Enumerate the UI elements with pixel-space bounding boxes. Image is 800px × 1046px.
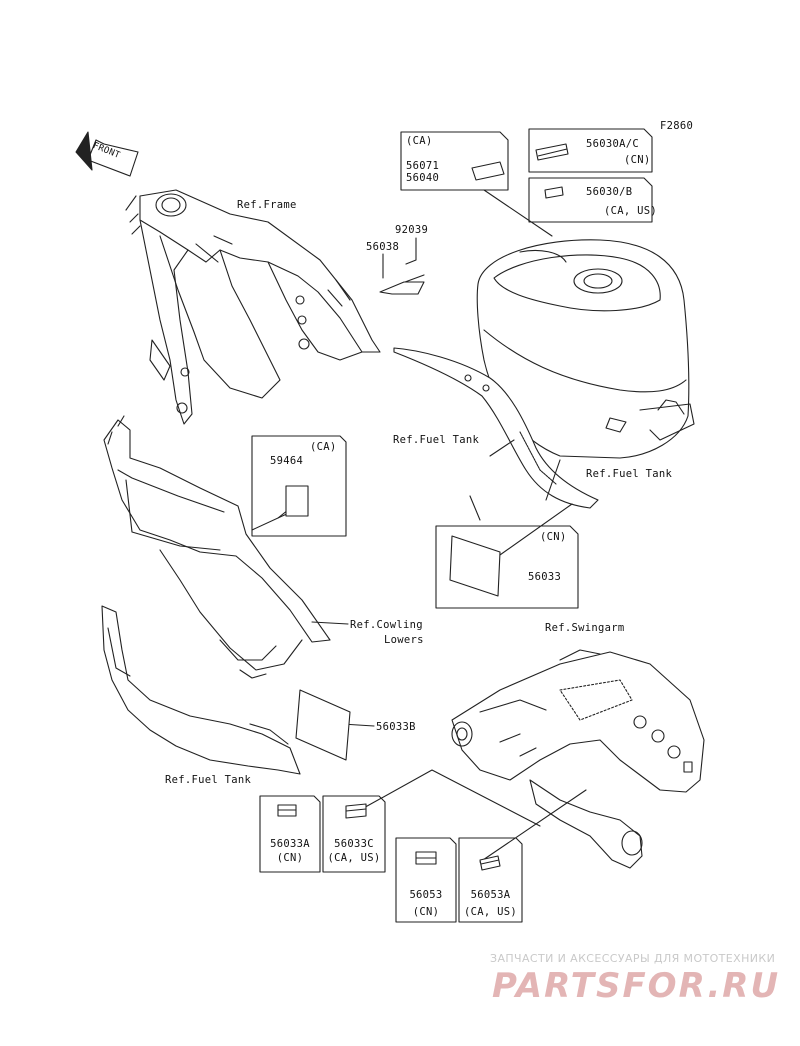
ref-cowling-lowers-label: Lowers [384, 634, 424, 646]
region-ca-us-56053a: (CA, US) [464, 906, 517, 918]
part-56033: 56033 [528, 571, 562, 583]
region-ca-top: (CA) [406, 135, 433, 147]
watermark-logo: PARTSFOR.RU [492, 966, 781, 1006]
fuel-tank-drawing [476, 239, 695, 459]
part-56040: 56040 [406, 172, 440, 184]
part-56071: 56071 [406, 160, 440, 172]
ref-fuel-tank-bottom-label: Ref.Fuel Tank [165, 774, 252, 786]
part-59464: 59464 [270, 455, 304, 467]
part-92039: 92039 [395, 224, 429, 236]
cowling-lowers-drawing [103, 415, 331, 679]
region-cn-56033a: (CN) [276, 852, 304, 864]
region-ca-59464: (CA) [310, 441, 337, 453]
part-56033a: 56033A [270, 838, 310, 850]
ref-fuel-tank-mid-label: Ref.Fuel Tank [393, 434, 480, 446]
region-cn-56053: (CN) [412, 906, 440, 918]
part-56030ac: 56030A/C [586, 138, 639, 150]
frame-drawing [125, 189, 381, 425]
part-56033c: 56033C [334, 838, 374, 850]
part-56033b: 56033B [376, 721, 416, 733]
ref-frame-label: Ref.Frame [237, 199, 297, 211]
ref-fuel-tank-right-label: Ref.Fuel Tank [586, 468, 673, 480]
figure-id: F2860 [660, 120, 694, 132]
part-56030b: 56030/B [586, 186, 633, 198]
ref-cowling-label: Ref.Cowling [350, 619, 423, 631]
region-ca-us-56033c: (CA, US) [327, 852, 381, 864]
part-56038: 56038 [366, 241, 400, 253]
watermark-tagline: ЗАПЧАСТИ И АКСЕССУАРЫ ДЛЯ МОТОТЕХНИКИ [490, 952, 776, 965]
fuel-tank-cover-drawing [101, 605, 301, 775]
part-56053: 56053 [409, 889, 443, 901]
fuel-tank-side-drawing [393, 347, 599, 509]
front-arrow-icon [75, 131, 139, 177]
part-56053a: 56053A [470, 889, 511, 901]
region-ca-us-56030b: (CA, US) [604, 205, 657, 217]
region-cn-56033: (CN) [540, 531, 567, 543]
region-cn-56030ac: (CN) [624, 154, 651, 166]
ref-swingarm-label: Ref.Swingarm [545, 622, 625, 634]
swingarm-drawing [451, 649, 705, 869]
